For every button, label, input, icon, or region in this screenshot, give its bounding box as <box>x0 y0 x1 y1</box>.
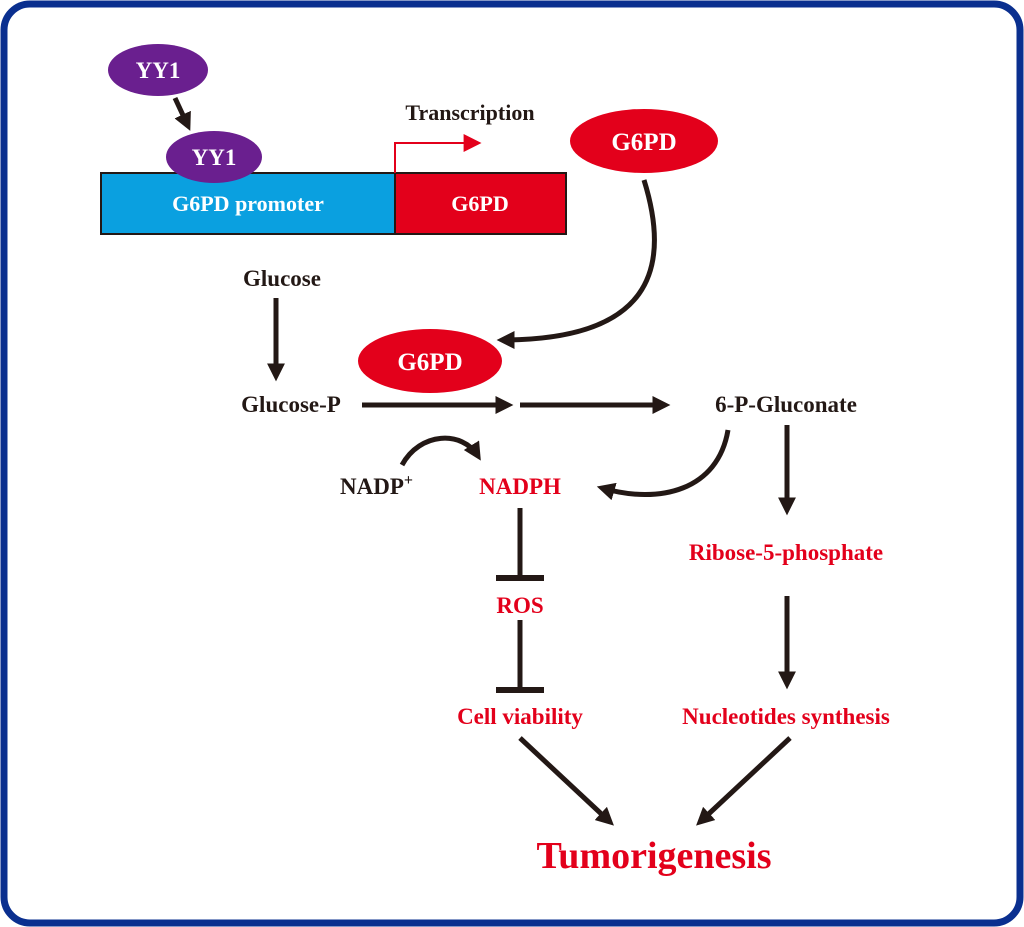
promoter-label: G6PD promoter <box>172 191 324 216</box>
cell-viability-label: Cell viability <box>457 704 583 729</box>
glucose-p-label: Glucose-P <box>241 392 341 417</box>
transcription-label: Transcription <box>405 100 534 125</box>
gluconate-label: 6-P-Gluconate <box>715 392 857 417</box>
nadp-label: NADP+ <box>340 472 413 499</box>
glucose-label: Glucose <box>243 266 321 291</box>
g6pd-translocation-arrow <box>496 179 657 349</box>
gene-label: G6PD <box>451 191 508 216</box>
nadp-to-nadph-arrow <box>399 435 481 467</box>
ribose-label: Ribose-5-phosphate <box>689 540 883 565</box>
g6pd-protein-ellipse <box>570 109 718 173</box>
nadph-label: NADPH <box>479 474 561 499</box>
yy1-bound-ellipse <box>166 131 262 183</box>
g6pd-enzyme-label: G6PD <box>397 349 462 376</box>
tumorigenesis-label: Tumorigenesis <box>536 835 771 877</box>
viability-to-tumorigenesis-arrow <box>518 736 614 826</box>
nucleotides-label: Nucleotides synthesis <box>682 704 890 729</box>
yy1-free-label: YY1 <box>136 58 181 83</box>
yy1-bound-label: YY1 <box>192 145 237 170</box>
transcription-arrow <box>394 134 482 173</box>
gene-box <box>394 172 567 235</box>
nadp-superscript: + <box>404 472 413 489</box>
promoter-box <box>100 172 396 235</box>
g6pd-protein-label: G6PD <box>611 129 676 156</box>
nadp-base: NADP <box>340 474 404 499</box>
yy1-free-ellipse <box>108 44 208 96</box>
gluconate-to-nadph-arrow <box>596 429 731 501</box>
ros-label: ROS <box>496 593 543 618</box>
g6pd-enzyme-ellipse <box>358 329 502 393</box>
nucleotides-to-tumorigenesis-arrow <box>696 736 792 826</box>
yy1-binding-arrow <box>172 96 191 131</box>
